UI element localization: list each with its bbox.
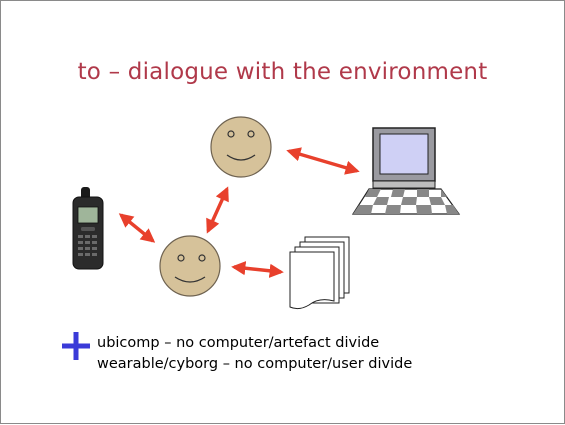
mobile-phone-icon [72, 187, 104, 270]
arrow-face-documents [231, 261, 284, 278]
arrow-face-computer [286, 147, 360, 175]
bottom-person-face-icon [159, 235, 221, 297]
arrows [118, 147, 360, 278]
slide-title: to – dialogue with the environment [77, 59, 488, 85]
plus-icon [62, 332, 90, 360]
bullet-item: ubicomp – no computer/artefact divide [97, 335, 380, 351]
arrow-phone-face [118, 213, 156, 243]
arrow-face-face [206, 186, 229, 234]
computer-icon [351, 127, 461, 215]
top-person-face-icon [210, 116, 272, 178]
bullet-item: wearable/cyborg – no computer/user divid… [97, 356, 413, 372]
bullet-list: ubicomp – no computer/artefact divide we… [97, 333, 412, 375]
document-stack-icon [289, 236, 350, 310]
